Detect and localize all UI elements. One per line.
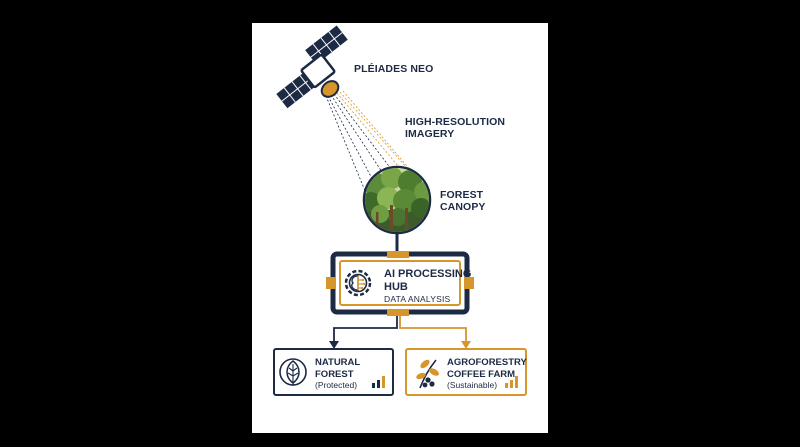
forest-canopy-illustration [362, 165, 432, 235]
agroforestry-title-line2: COFFEE FARM [447, 368, 516, 380]
hub-subtitle: DATA ANALYSIS [384, 294, 451, 304]
coffee-branch-icon [416, 359, 439, 389]
ai-brain-gear-icon [344, 269, 372, 297]
agroforestry-title: AGROFORESTRY COFFEE FARM [447, 357, 527, 380]
branch-arrow-agroforestry [399, 316, 471, 349]
imagery-label-line2: IMAGERY [405, 128, 455, 140]
natural-signal-bars-icon [372, 376, 385, 388]
hub-title: AI PROCESSING HUB [384, 268, 471, 293]
canopy-label-line2: CANOPY [440, 201, 486, 213]
leaf-icon [279, 358, 307, 386]
natural-forest-box [273, 348, 394, 396]
hub-title-line2: HUB [384, 280, 408, 293]
hub-title-line1: AI PROCESSING [384, 268, 472, 280]
agroforestry-title-line1: AGROFORESTRY [447, 357, 527, 368]
natural-forest-title: NATURAL FOREST [315, 357, 360, 380]
satellite-label: PLÉIADES NEO [354, 63, 434, 75]
imagery-label-line1: HIGH-RESOLUTION [405, 116, 506, 128]
natural-forest-title-line2: FOREST [315, 368, 354, 380]
branch-arrow-natural [329, 316, 398, 349]
natural-forest-status: (Protected) [315, 380, 358, 390]
agroforestry-status: (Sustainable) [447, 380, 498, 390]
imagery-label: HIGH-RESOLUTION IMAGERY [405, 116, 505, 140]
canopy-label: FOREST CANOPY [440, 189, 486, 213]
ai-processing-hub-box [326, 251, 474, 316]
agroforestry-signal-bars-icon [505, 376, 518, 388]
natural-forest-title-line1: NATURAL [315, 357, 361, 368]
satellite-icon [276, 25, 348, 109]
canopy-label-line1: FOREST [440, 189, 484, 201]
